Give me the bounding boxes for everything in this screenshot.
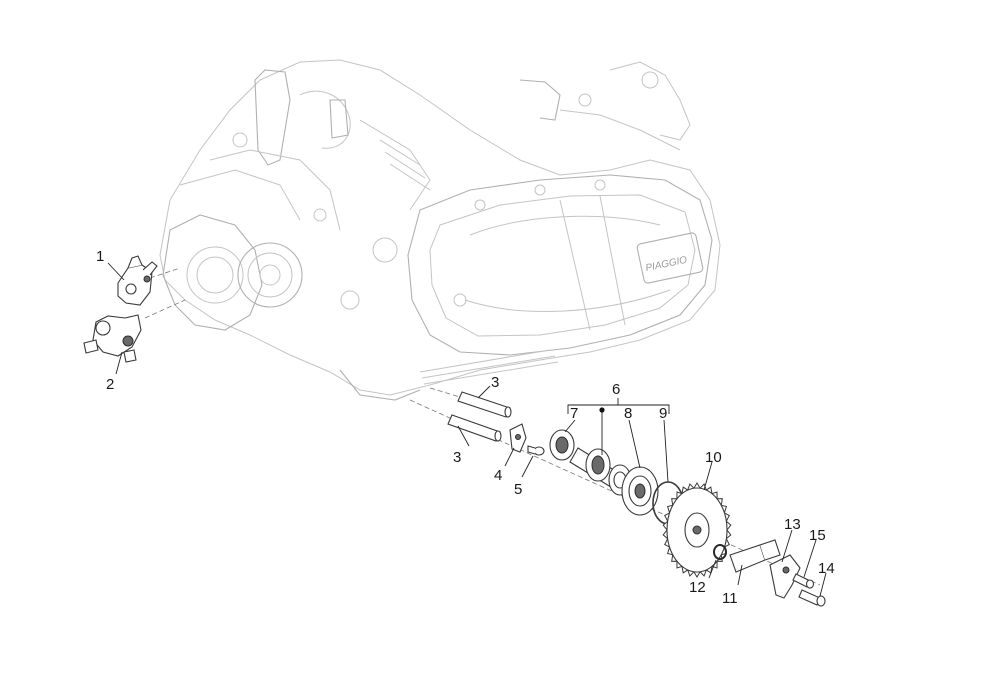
group-dot [599,407,605,413]
part-rocker-shaft-upper [457,391,512,418]
part-bearing [549,429,575,461]
callout-11: 11 [722,590,738,607]
leader-lines [107,262,827,597]
callout-13: 13 [784,516,801,533]
part-screw-15 [792,573,815,589]
engine-assembly: PIAGGIO [159,59,721,401]
callout-4: 4 [494,467,502,484]
callout-12: 12 [689,579,706,596]
group-bracket-6 [567,398,670,455]
callout-3-lower: 3 [453,449,461,466]
callout-7: 7 [570,405,578,422]
part-decompressor-pin [729,539,781,573]
callout-numbers: 1 2 3 3 4 5 6 7 8 9 10 11 12 13 14 15 [96,248,835,607]
callout-10: 10 [705,449,722,466]
callout-8: 8 [624,405,632,422]
part-rocker-arm-upper [117,255,158,306]
part-timing-sprocket [662,482,732,578]
callout-1: 1 [96,248,104,265]
part-rocker-arm-lower [83,314,142,363]
callout-6: 6 [612,381,620,398]
part-bolt-14 [798,589,826,607]
part-decompressor-lever [769,554,801,599]
part-washer [713,544,727,560]
part-rocker-shaft-lower [447,414,502,442]
callout-9: 9 [659,405,667,422]
callout-2: 2 [106,376,114,393]
part-screw-5 [527,445,545,456]
callout-3-upper: 3 [491,374,499,391]
callout-14: 14 [818,560,835,577]
cover-logo-text: PIAGGIO [645,255,689,275]
part-thrust-plate [509,423,527,453]
callout-15: 15 [809,527,826,544]
callout-5: 5 [514,481,522,498]
